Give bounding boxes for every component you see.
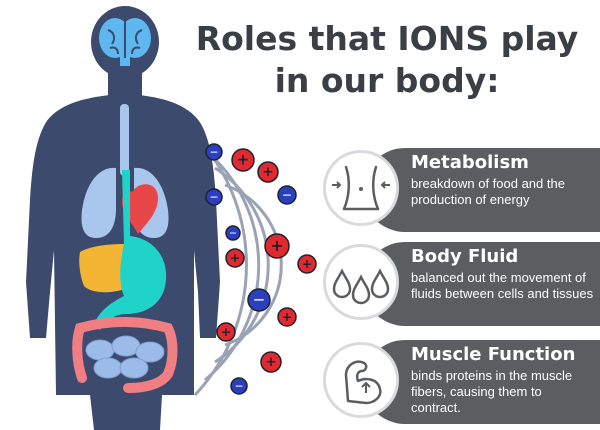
negative-ion-icon: − — [277, 185, 297, 205]
negative-ion-icon: − — [205, 188, 223, 206]
ion-charge-symbol: + — [221, 325, 231, 339]
waist-icon — [332, 165, 390, 211]
negative-ion-icon: − — [247, 288, 271, 312]
positive-ion-icon: + — [216, 322, 236, 342]
flexed-arm-icon — [344, 360, 382, 405]
page-title: Roles that IONS play in our body: — [182, 18, 592, 102]
card-title: Body Fluid — [411, 246, 519, 267]
card-description: binds proteins in the muscle fibers, cau… — [411, 368, 573, 415]
trachea — [120, 104, 129, 176]
negative-ion-icon: − — [225, 225, 241, 241]
ion-charge-symbol: + — [282, 310, 292, 324]
ion-charge-symbol: + — [265, 354, 276, 370]
orbit-ring — [224, 183, 283, 347]
positive-ion-icon: + — [264, 233, 290, 259]
ion-charge-symbol: − — [234, 379, 243, 392]
role-card-muscle-function: Muscle Function binds proteins in the mu… — [323, 340, 600, 424]
ion-charge-symbol: + — [262, 164, 273, 180]
heart-icon — [122, 184, 158, 234]
negative-ion-icon: − — [230, 377, 248, 395]
orbit-ring — [204, 148, 261, 382]
card-icon-circle — [323, 244, 399, 320]
role-card-body-fluid: Body Fluid balanced out the movement of … — [323, 242, 600, 326]
card-background — [363, 148, 600, 232]
ion-charge-symbol: − — [209, 145, 218, 158]
ion-charge-symbol: + — [237, 151, 249, 169]
ion-charge-symbol: + — [270, 236, 284, 255]
positive-ion-icon: + — [260, 351, 282, 373]
small-intestine — [85, 335, 165, 379]
card-title: Muscle Function — [411, 344, 576, 365]
internal-organs — [72, 18, 178, 393]
title-line-2: in our body: — [274, 61, 500, 100]
positive-ion-icon: + — [277, 307, 297, 327]
orbit-rings — [193, 133, 283, 397]
ion-charge-symbol: + — [230, 251, 240, 265]
droplets-icon — [332, 268, 390, 305]
positive-ion-icon: + — [225, 248, 245, 268]
card-background — [363, 242, 600, 326]
card-description: balanced out the movement of fluids betw… — [411, 270, 594, 301]
card-icon-circle — [323, 150, 399, 226]
positive-ion-icon: + — [257, 161, 279, 183]
card-title: Metabolism — [411, 152, 529, 173]
orbit-ring — [214, 166, 270, 364]
left-lung — [81, 167, 116, 238]
positive-ion-icon: + — [231, 148, 255, 172]
brain-icon — [99, 18, 151, 66]
role-card-metabolism: Metabolism breakdown of food and the pro… — [323, 148, 600, 232]
orbit-ring — [193, 133, 248, 397]
ion-charge-symbol: + — [302, 257, 312, 271]
positive-ion-icon: + — [297, 254, 317, 274]
ions-cloud: −++−−−+++−+++− — [205, 143, 317, 395]
card-icon-circle — [323, 342, 399, 418]
large-intestine — [72, 317, 178, 393]
esophagus-stomach — [94, 170, 167, 330]
negative-ion-icon: − — [205, 143, 223, 161]
ion-charge-symbol: − — [229, 228, 237, 239]
title-line-1: Roles that IONS play — [195, 19, 579, 58]
ion-charge-symbol: − — [253, 291, 265, 309]
ion-charge-symbol: − — [282, 188, 292, 202]
ion-charge-symbol: − — [209, 190, 218, 203]
card-background — [363, 340, 600, 424]
card-description: breakdown of food and the production of … — [411, 176, 565, 207]
